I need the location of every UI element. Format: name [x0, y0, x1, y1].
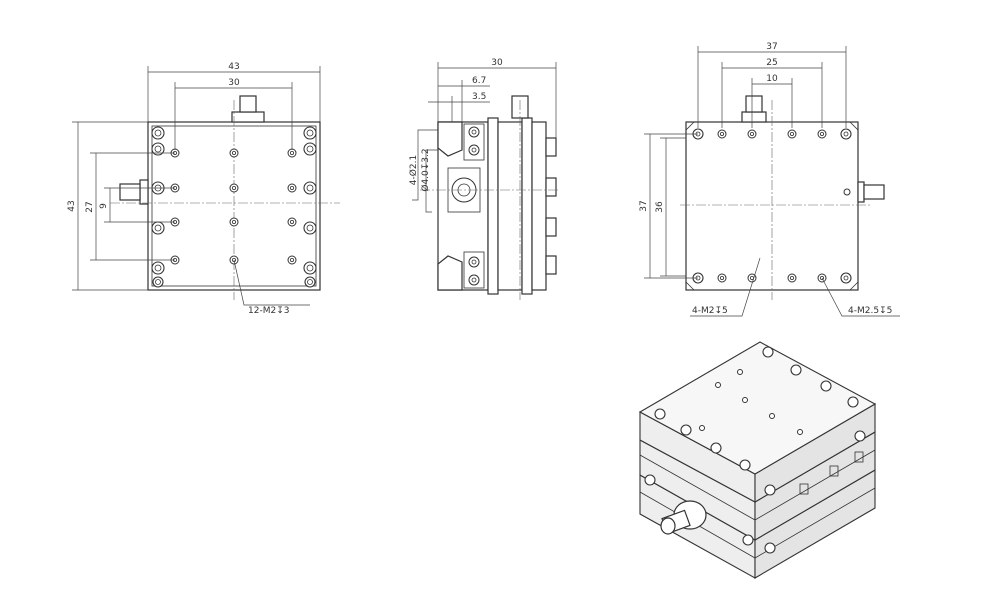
top-view: 37 25 10 37 36 4-M2↧5 4-M2.5↧5	[639, 42, 900, 317]
front-dim-43: 43	[228, 62, 239, 72]
side-view: 30 6.7 3.5 4-Ø2.1 Ø4.0↧3.2	[408, 58, 560, 300]
front-dim-9: 9	[99, 203, 109, 209]
top-holes	[692, 128, 852, 284]
top-dim-25: 25	[766, 58, 777, 68]
top-dim-37v: 37	[639, 200, 649, 211]
front-view: 43 30 43 27 9 12-M2↧3	[67, 62, 340, 316]
side-screws	[463, 123, 485, 289]
front-dim-27: 27	[85, 201, 95, 212]
side-callout-a: 4-Ø2.1	[408, 155, 419, 185]
side-dim-3-5: 3.5	[472, 92, 486, 102]
top-dim-37: 37	[766, 42, 777, 52]
side-callout-b: Ø4.0↧3.2	[420, 148, 431, 191]
front-tapped-holes	[170, 148, 297, 265]
side-dim-30: 30	[491, 58, 503, 68]
top-callout-right: 4-M2.5↧5	[848, 306, 892, 316]
front-cbore-holes	[151, 126, 317, 288]
top-callout-left: 4-M2↧5	[692, 306, 728, 316]
front-callout: 12-M2↧3	[248, 306, 289, 316]
top-dim-10: 10	[766, 74, 778, 84]
side-dim-6-7: 6.7	[472, 76, 486, 86]
top-dim-36: 36	[655, 201, 665, 213]
front-dim-30: 30	[228, 78, 240, 88]
front-dim-43v: 43	[67, 200, 77, 211]
stage-isometric-icon	[638, 341, 877, 579]
